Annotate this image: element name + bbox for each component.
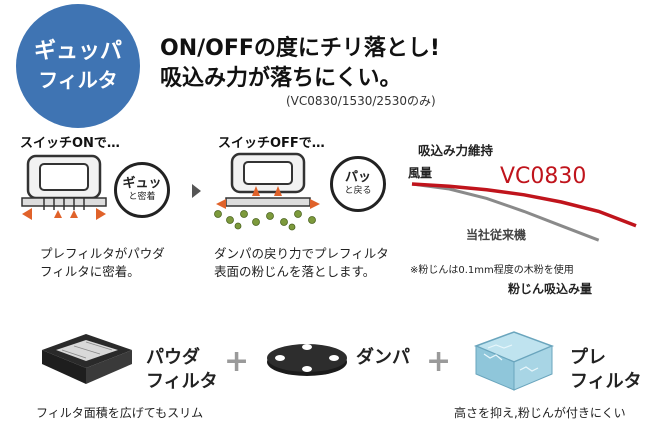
powder-filter-label-1: パウダ xyxy=(146,347,200,368)
damper-image xyxy=(267,344,347,376)
series-label-vc0830: VC0830 xyxy=(500,164,587,189)
caption-low-height: 高さを抑え,粉じんが付きにくい xyxy=(454,406,626,420)
caption-slim: フィルタ面積を広げてもスリム xyxy=(36,406,204,420)
series-line-vc0830 xyxy=(411,182,637,228)
headline-line1: ON/OFFの度にチリ落とし! xyxy=(160,36,440,61)
filter-closed-illustration xyxy=(21,154,107,220)
badge-line1: ギュッパ xyxy=(33,39,122,64)
plus-sign-1: + xyxy=(224,344,250,379)
model-note: (VC0830/1530/2530のみ) xyxy=(286,94,436,108)
badge-line2: フィルタ xyxy=(38,68,118,92)
pa-badge-big: パッ xyxy=(344,170,371,185)
headline-line2: 吸込み力が落ちにくい。 xyxy=(160,66,402,91)
chart-ylabel: 風量 xyxy=(408,166,433,180)
switch-on-title: スイッチONで… xyxy=(20,136,120,151)
switch-off-caption-2: 表面の粉じんを落とします。 xyxy=(214,264,376,279)
series-line-conventional xyxy=(411,182,600,242)
pre-filter-label-1: プレ xyxy=(570,347,606,368)
series-label-conventional: 当社従来機 xyxy=(466,228,527,242)
gyu-badge: ギュッ と密着 xyxy=(114,162,170,218)
step-arrow-icon xyxy=(192,184,201,198)
powder-filter-label-2: フィルタ xyxy=(146,371,218,392)
damper-label: ダンパ xyxy=(356,347,410,368)
switch-on-caption-2: フィルタに密着。 xyxy=(40,264,140,279)
chart-plot xyxy=(411,182,637,242)
powder-filter-image xyxy=(42,334,132,384)
switch-off-caption-1: ダンパの戻り力でプレフィルタ xyxy=(214,246,389,261)
switch-on-caption-1: プレフィルタがパウダ xyxy=(40,246,165,261)
gyu-badge-small: と密着 xyxy=(128,192,156,202)
chart-title: 吸込み力維持 xyxy=(418,143,494,158)
plus-sign-2: + xyxy=(426,344,452,379)
filter-open-illustration xyxy=(214,152,320,231)
pa-badge-small: と戻る xyxy=(344,186,372,196)
product-badge: ギュッパ フィルタ xyxy=(16,4,140,128)
switch-off-title: スイッチOFFで… xyxy=(218,136,325,151)
pre-filter-image xyxy=(473,331,555,391)
chart-annotation: ※粉じんは0.1mm程度の木粉を使用 xyxy=(410,265,574,276)
pre-filter-label-2: フィルタ xyxy=(570,371,642,392)
chart-xlabel: 粉じん吸込み量 xyxy=(508,282,593,296)
gyu-badge-big: ギュッ xyxy=(122,176,162,191)
pa-badge: パッ と戻る xyxy=(330,156,386,212)
suction-chart: 吸込み力維持 風量 VC0830 当社従来機 ※粉じんは0.1mm程度の木粉を使… xyxy=(404,128,644,300)
